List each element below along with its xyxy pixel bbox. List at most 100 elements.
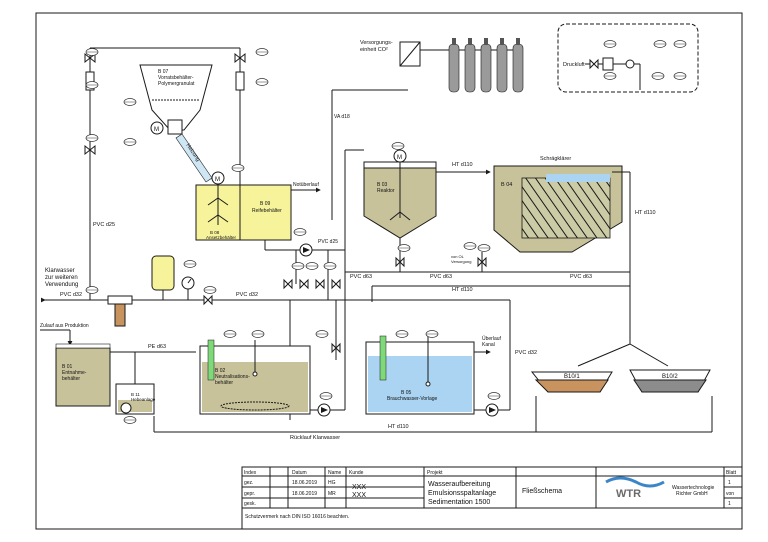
instrument-tag-icon [85, 81, 99, 89]
instrument-tag-icon [487, 392, 501, 400]
svg-text:PVC d32: PVC d32 [60, 292, 82, 298]
svg-text:Projekt: Projekt [427, 470, 443, 476]
pipe-label: PVC d63 [350, 274, 372, 280]
svg-text:PVC d32: PVC d32 [515, 350, 537, 356]
instrument-tag-icon [293, 228, 307, 236]
valve-icon[interactable] [331, 342, 341, 354]
clarifier-b04: B 04 Schrägklärer HT d110 von OL Versorg… [451, 156, 656, 286]
svg-text:Hebeanlage: Hebeanlage [131, 397, 156, 402]
svg-text:1: 1 [728, 501, 731, 507]
svg-text:M: M [154, 127, 159, 133]
svg-text:Fließschema: Fließschema [522, 488, 562, 495]
instrument-tag-icon [603, 40, 617, 48]
instrument-tag-icon [319, 392, 333, 400]
instrument-tag-icon [463, 242, 477, 250]
svg-text:Druckluft: Druckluft [563, 62, 585, 68]
instrument-tag-icon [251, 330, 265, 338]
svg-text:PE d63: PE d63 [148, 344, 166, 350]
valve-icon[interactable] [283, 278, 293, 290]
instrument-tag-icon [231, 164, 245, 172]
pipe-label: VA d18 [334, 114, 350, 120]
left-pipe-column: PVC d25 [84, 47, 246, 300]
filter-cartridge [114, 303, 126, 327]
reactor-b03: M B 03 Reaktor HT d110 [344, 149, 491, 300]
instrument-tag-icon [203, 286, 217, 294]
svg-text:Kanal: Kanal [482, 342, 495, 348]
pipe-label: PVC d63 [430, 274, 452, 280]
instrument-tag-icon [291, 262, 305, 270]
instrument-tag-icon [391, 142, 405, 150]
co2-supply: Versorgungs- einheit CO² [360, 40, 520, 67]
instrument-tag-icon [85, 286, 99, 294]
svg-text:18.06.2019: 18.06.2019 [292, 491, 317, 497]
gas-cylinder-icon [464, 38, 476, 93]
svg-text:von OL: von OL [451, 254, 465, 259]
pipe-label: HT d110 [452, 287, 473, 293]
valve-icon[interactable] [395, 256, 405, 268]
svg-text:gepr.: gepr. [244, 491, 255, 497]
svg-text:Ansetzbehälter: Ansetzbehälter [206, 235, 237, 240]
pipe-label: PVC d63 [570, 274, 592, 280]
valve-icon[interactable] [315, 278, 325, 290]
instrument-tag-icon [123, 416, 137, 424]
instrument-tag-icon [85, 48, 99, 56]
svg-text:behälter: behälter [62, 376, 80, 382]
svg-text:HT d110: HT d110 [635, 210, 656, 216]
svg-text:Zulauf aus Produktion: Zulauf aus Produktion [40, 323, 89, 329]
pipe-label: PVC d25 [93, 222, 115, 228]
instrument-tag-icon [255, 78, 269, 86]
valve-icon[interactable] [234, 52, 246, 64]
valve-icon[interactable] [477, 256, 487, 268]
svg-text:PVC d25: PVC d25 [318, 239, 338, 245]
svg-text:B 01: B 01 [62, 364, 73, 370]
svg-text:Versorgung: Versorgung [451, 259, 471, 264]
svg-text:B 08: B 08 [210, 230, 220, 235]
valve-icon[interactable] [203, 294, 213, 306]
pipe-label: Rücklauf Klarwasser [290, 435, 340, 441]
svg-text:B 11: B 11 [131, 392, 140, 397]
sludge-containers: B10/1 B10/2 [530, 343, 713, 432]
svg-text:Wasseraufbereitung: Wasseraufbereitung [428, 481, 490, 488]
svg-text:PVC d32: PVC d32 [236, 292, 258, 298]
svg-text:Datum: Datum [292, 470, 307, 476]
svg-text:Emulsionsspaltanlage: Emulsionsspaltanlage [428, 490, 496, 497]
valve-icon[interactable] [331, 278, 341, 290]
svg-text:B 04: B 04 [501, 182, 512, 188]
svg-text:von: von [726, 491, 734, 497]
svg-text:Brauchwasser-Vorlage: Brauchwasser-Vorlage [387, 396, 438, 402]
instrument-tag-icon [123, 138, 137, 146]
svg-text:B10/2: B10/2 [662, 374, 678, 380]
flowmeter-icon [85, 71, 95, 91]
svg-text:XXX: XXX [352, 492, 366, 499]
instrument-tag-icon [653, 40, 667, 48]
svg-text:Name: Name [328, 470, 342, 476]
instrument-tag-icon [673, 72, 687, 80]
instrument-tag-icon [395, 330, 409, 338]
instrument-tag-icon [673, 40, 687, 48]
svg-text:WTR: WTR [616, 488, 641, 500]
flowmeter-icon [235, 71, 245, 91]
svg-text:gez.: gez. [244, 480, 253, 486]
clear-water-outlet: Klarwasser zur weiteren Verwendung PVC d… [40, 250, 345, 420]
motor-icon[interactable] [150, 121, 164, 135]
svg-text:B 03: B 03 [377, 182, 388, 188]
svg-text:Wassertechnologie: Wassertechnologie [672, 485, 715, 491]
valve-icon[interactable] [299, 278, 309, 290]
pump-icon[interactable] [120, 402, 132, 414]
instrument-tag-icon [323, 262, 337, 270]
svg-text:Polymergranulat: Polymergranulat [158, 81, 195, 87]
svg-text:B 07: B 07 [158, 69, 169, 75]
svg-text:Schrägklärer: Schrägklärer [540, 156, 571, 162]
instrument-tag-icon [603, 72, 617, 80]
svg-text:Index: Index [244, 470, 257, 476]
svg-text:Entnahme-: Entnahme- [62, 370, 87, 376]
svg-text:B 02: B 02 [215, 368, 226, 374]
valve-icon[interactable] [84, 144, 96, 156]
svg-text:Reifebehälter: Reifebehälter [252, 208, 282, 214]
svg-text:Überlauf: Überlauf [482, 335, 502, 342]
svg-text:Richter GmbH: Richter GmbH [676, 491, 708, 497]
svg-text:Neutralisations-: Neutralisations- [215, 374, 250, 380]
valve-icon[interactable] [589, 58, 599, 70]
instrument-tag-icon [315, 330, 329, 338]
